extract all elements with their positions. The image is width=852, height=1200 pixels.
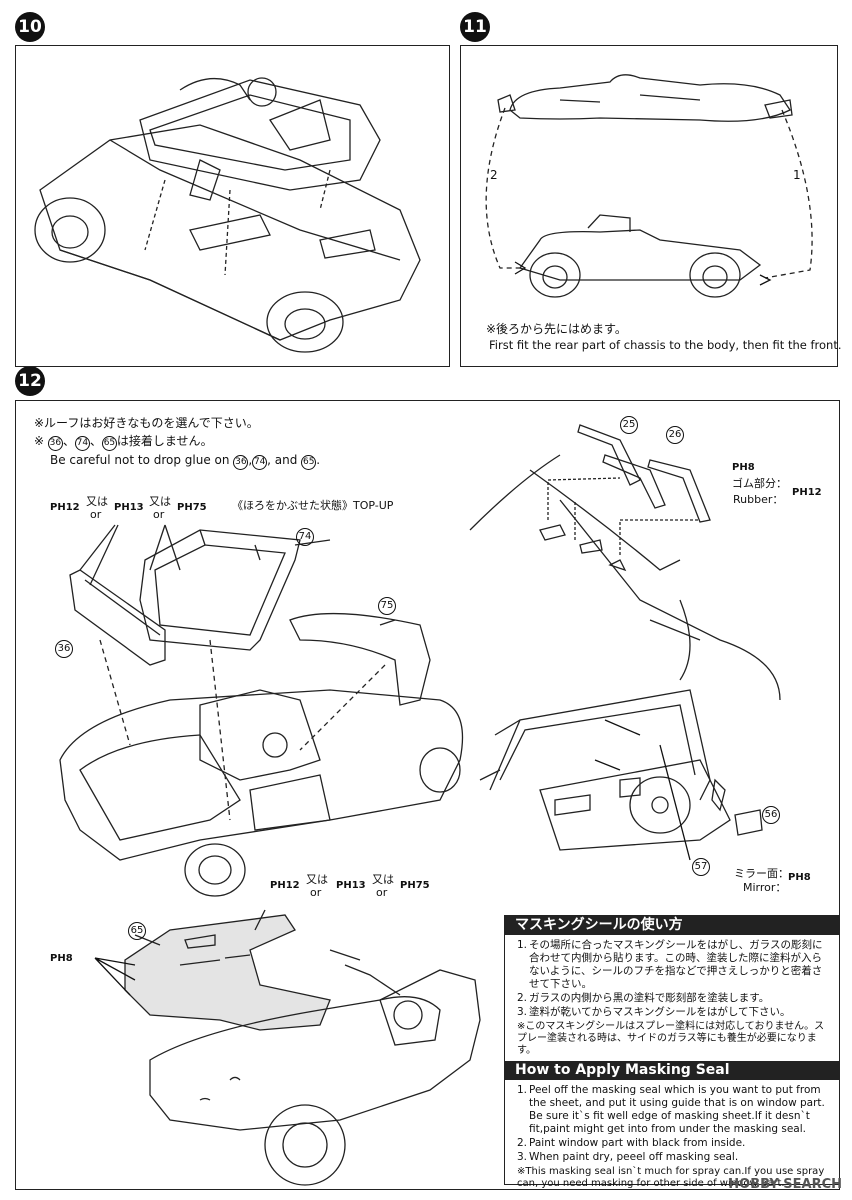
- step11-arrow-1-label: 1: [793, 168, 801, 182]
- matahara-2: 又は: [149, 495, 171, 508]
- masking-jp-item-2: 2.ガラスの内側から黒の塗料で彫刻部を塗装します。: [517, 992, 829, 1005]
- part-74-callout: 74: [296, 528, 314, 546]
- or-1: or: [90, 508, 102, 521]
- watermark: HOBBY SEARCH: [728, 1177, 842, 1192]
- paint-code-ph12: PH12: [50, 502, 80, 513]
- step11-arrow-2-label: 2: [490, 168, 498, 182]
- part-25-callout: 25: [620, 416, 638, 434]
- bottom-code-ph13: PH13: [336, 880, 366, 891]
- mirror-code: PH8: [788, 872, 811, 883]
- step-12-panel: [15, 400, 840, 1190]
- en-item-3-num: 3.: [517, 1151, 528, 1163]
- matahara-1: 又は: [86, 495, 108, 508]
- masking-jp-note: ※このマスキングシールはスプレー塗料には対応しておりません。スプレー塗装される時…: [517, 1021, 825, 1056]
- bottom-or-2: or: [376, 886, 388, 899]
- masking-title-jp: マスキングシールの使い方: [505, 916, 839, 935]
- bottom-code-ph75: PH75: [400, 880, 430, 891]
- en-item-1-text: Peel off the masking seal which is you w…: [529, 1084, 825, 1135]
- bottom-code-ph12: PH12: [270, 880, 300, 891]
- en-item-3-text: When paint dry, peeel off masking seal.: [529, 1151, 739, 1163]
- masking-title-en: How to Apply Masking Seal: [505, 1061, 839, 1080]
- en-item-1-num: 1.: [517, 1084, 528, 1096]
- glue-note-en-and: , and: [267, 453, 298, 467]
- masking-en-item-2: 2.Paint window part with black from insi…: [517, 1137, 829, 1150]
- jp-item-3-num: 3.: [517, 1006, 528, 1018]
- glue-part-65: 65: [101, 436, 117, 451]
- part-36-callout: 36: [55, 640, 73, 658]
- rubber-code: PH12: [792, 487, 822, 498]
- part-57-callout: 57: [692, 858, 710, 876]
- step10-chassis-drawing: [34, 77, 421, 353]
- masking-en-item-3: 3.When paint dry, peeel off masking seal…: [517, 1151, 829, 1164]
- rubber-jp: ゴム部分：: [732, 477, 787, 490]
- glue-en-part-36: 36: [233, 455, 249, 470]
- glue-part-74: 74: [74, 436, 90, 451]
- step-11-badge: 11: [460, 12, 490, 42]
- masking-en-note: ※This masking seal isn`t much for spray …: [517, 1166, 825, 1189]
- rubber-en: Rubber：: [733, 493, 784, 506]
- seal-code-ph8: PH8: [50, 953, 73, 964]
- mirror-en: Mirror：: [743, 881, 787, 894]
- glue-en-part-74: 74: [252, 455, 268, 470]
- bottom-matahara-2: 又は: [372, 873, 394, 886]
- glue-note-en-text: Be careful not to drop glue on: [50, 453, 230, 467]
- jp-item-2-num: 2.: [517, 992, 528, 1004]
- step12-windshield-drawing: [479, 689, 763, 861]
- en-item-2-text: Paint window part with black from inside…: [529, 1137, 746, 1149]
- wiper-code-ph8: PH8: [732, 462, 755, 473]
- glue-part-36: 36: [47, 436, 63, 451]
- jp-item-2-text: ガラスの内側から黒の塗料で彫刻部を塗装します。: [529, 992, 770, 1004]
- glue-en-part-65: 65: [301, 455, 317, 470]
- bottom-matahara-1: 又は: [306, 873, 328, 886]
- masking-instructions-box: マスキングシールの使い方 1.その場所に合ったマスキングシールをはがし、ガラスの…: [504, 915, 840, 1189]
- or-2: or: [153, 508, 165, 521]
- bottom-or-1: or: [310, 886, 322, 899]
- jp-item-1-num: 1.: [517, 939, 528, 951]
- step11-note-jp: ※後ろから先にはめます。: [486, 322, 627, 336]
- masking-jp-list: 1.その場所に合ったマスキングシールをはがし、ガラスの彫刻に合わせて内側から貼り…: [517, 939, 829, 1019]
- step12-wiper-drawing: [469, 424, 781, 701]
- mirror-jp: ミラー面：: [734, 867, 789, 880]
- step11-note-en: First fit the rear part of chassis to th…: [489, 338, 842, 352]
- glue-note-suffix: は接着しません。: [116, 434, 213, 448]
- masking-jp-item-1: 1.その場所に合ったマスキングシールをはがし、ガラスの彫刻に合わせて内側から貼り…: [517, 939, 829, 991]
- part-26-callout: 26: [666, 426, 684, 444]
- paint-code-ph13: PH13: [114, 502, 144, 513]
- step-10-panel: [15, 45, 450, 367]
- step12-tonneau-drawing: [94, 909, 481, 1186]
- glue-note-prefix: ※: [34, 434, 45, 448]
- jp-item-1-text: その場所に合ったマスキングシールをはがし、ガラスの彫刻に合わせて内側から貼ります…: [529, 939, 823, 990]
- part-75-callout: 75: [378, 597, 396, 615]
- masking-en-item-1: 1.Peel off the masking seal which is you…: [517, 1084, 829, 1136]
- en-item-2-num: 2.: [517, 1137, 528, 1149]
- step11-body-drawing: [485, 74, 813, 298]
- step-11-panel: [460, 45, 838, 367]
- part-56-callout: 56: [762, 806, 780, 824]
- jp-item-3-text: 塗料が乾いてからマスキングシールをはがして下さい。: [529, 1006, 791, 1018]
- topup-label: 《ほろをかぶせた状態》TOP-UP: [232, 499, 394, 512]
- part-65-callout: 65: [128, 922, 146, 940]
- paint-code-ph75: PH75: [177, 502, 207, 513]
- glue-note-en: Be careful not to drop glue on 36,74, an…: [50, 453, 320, 470]
- masking-en-list: 1.Peel off the masking seal which is you…: [517, 1084, 829, 1164]
- masking-jp-item-3: 3.塗料が乾いてからマスキングシールをはがして下さい。: [517, 1006, 829, 1019]
- step-12-badge: 12: [15, 366, 45, 396]
- step12-car-drawing: [59, 524, 464, 897]
- step-10-badge: 10: [15, 12, 45, 42]
- roof-choice-note: ※ルーフはお好きなものを選んで下さい。: [34, 416, 259, 430]
